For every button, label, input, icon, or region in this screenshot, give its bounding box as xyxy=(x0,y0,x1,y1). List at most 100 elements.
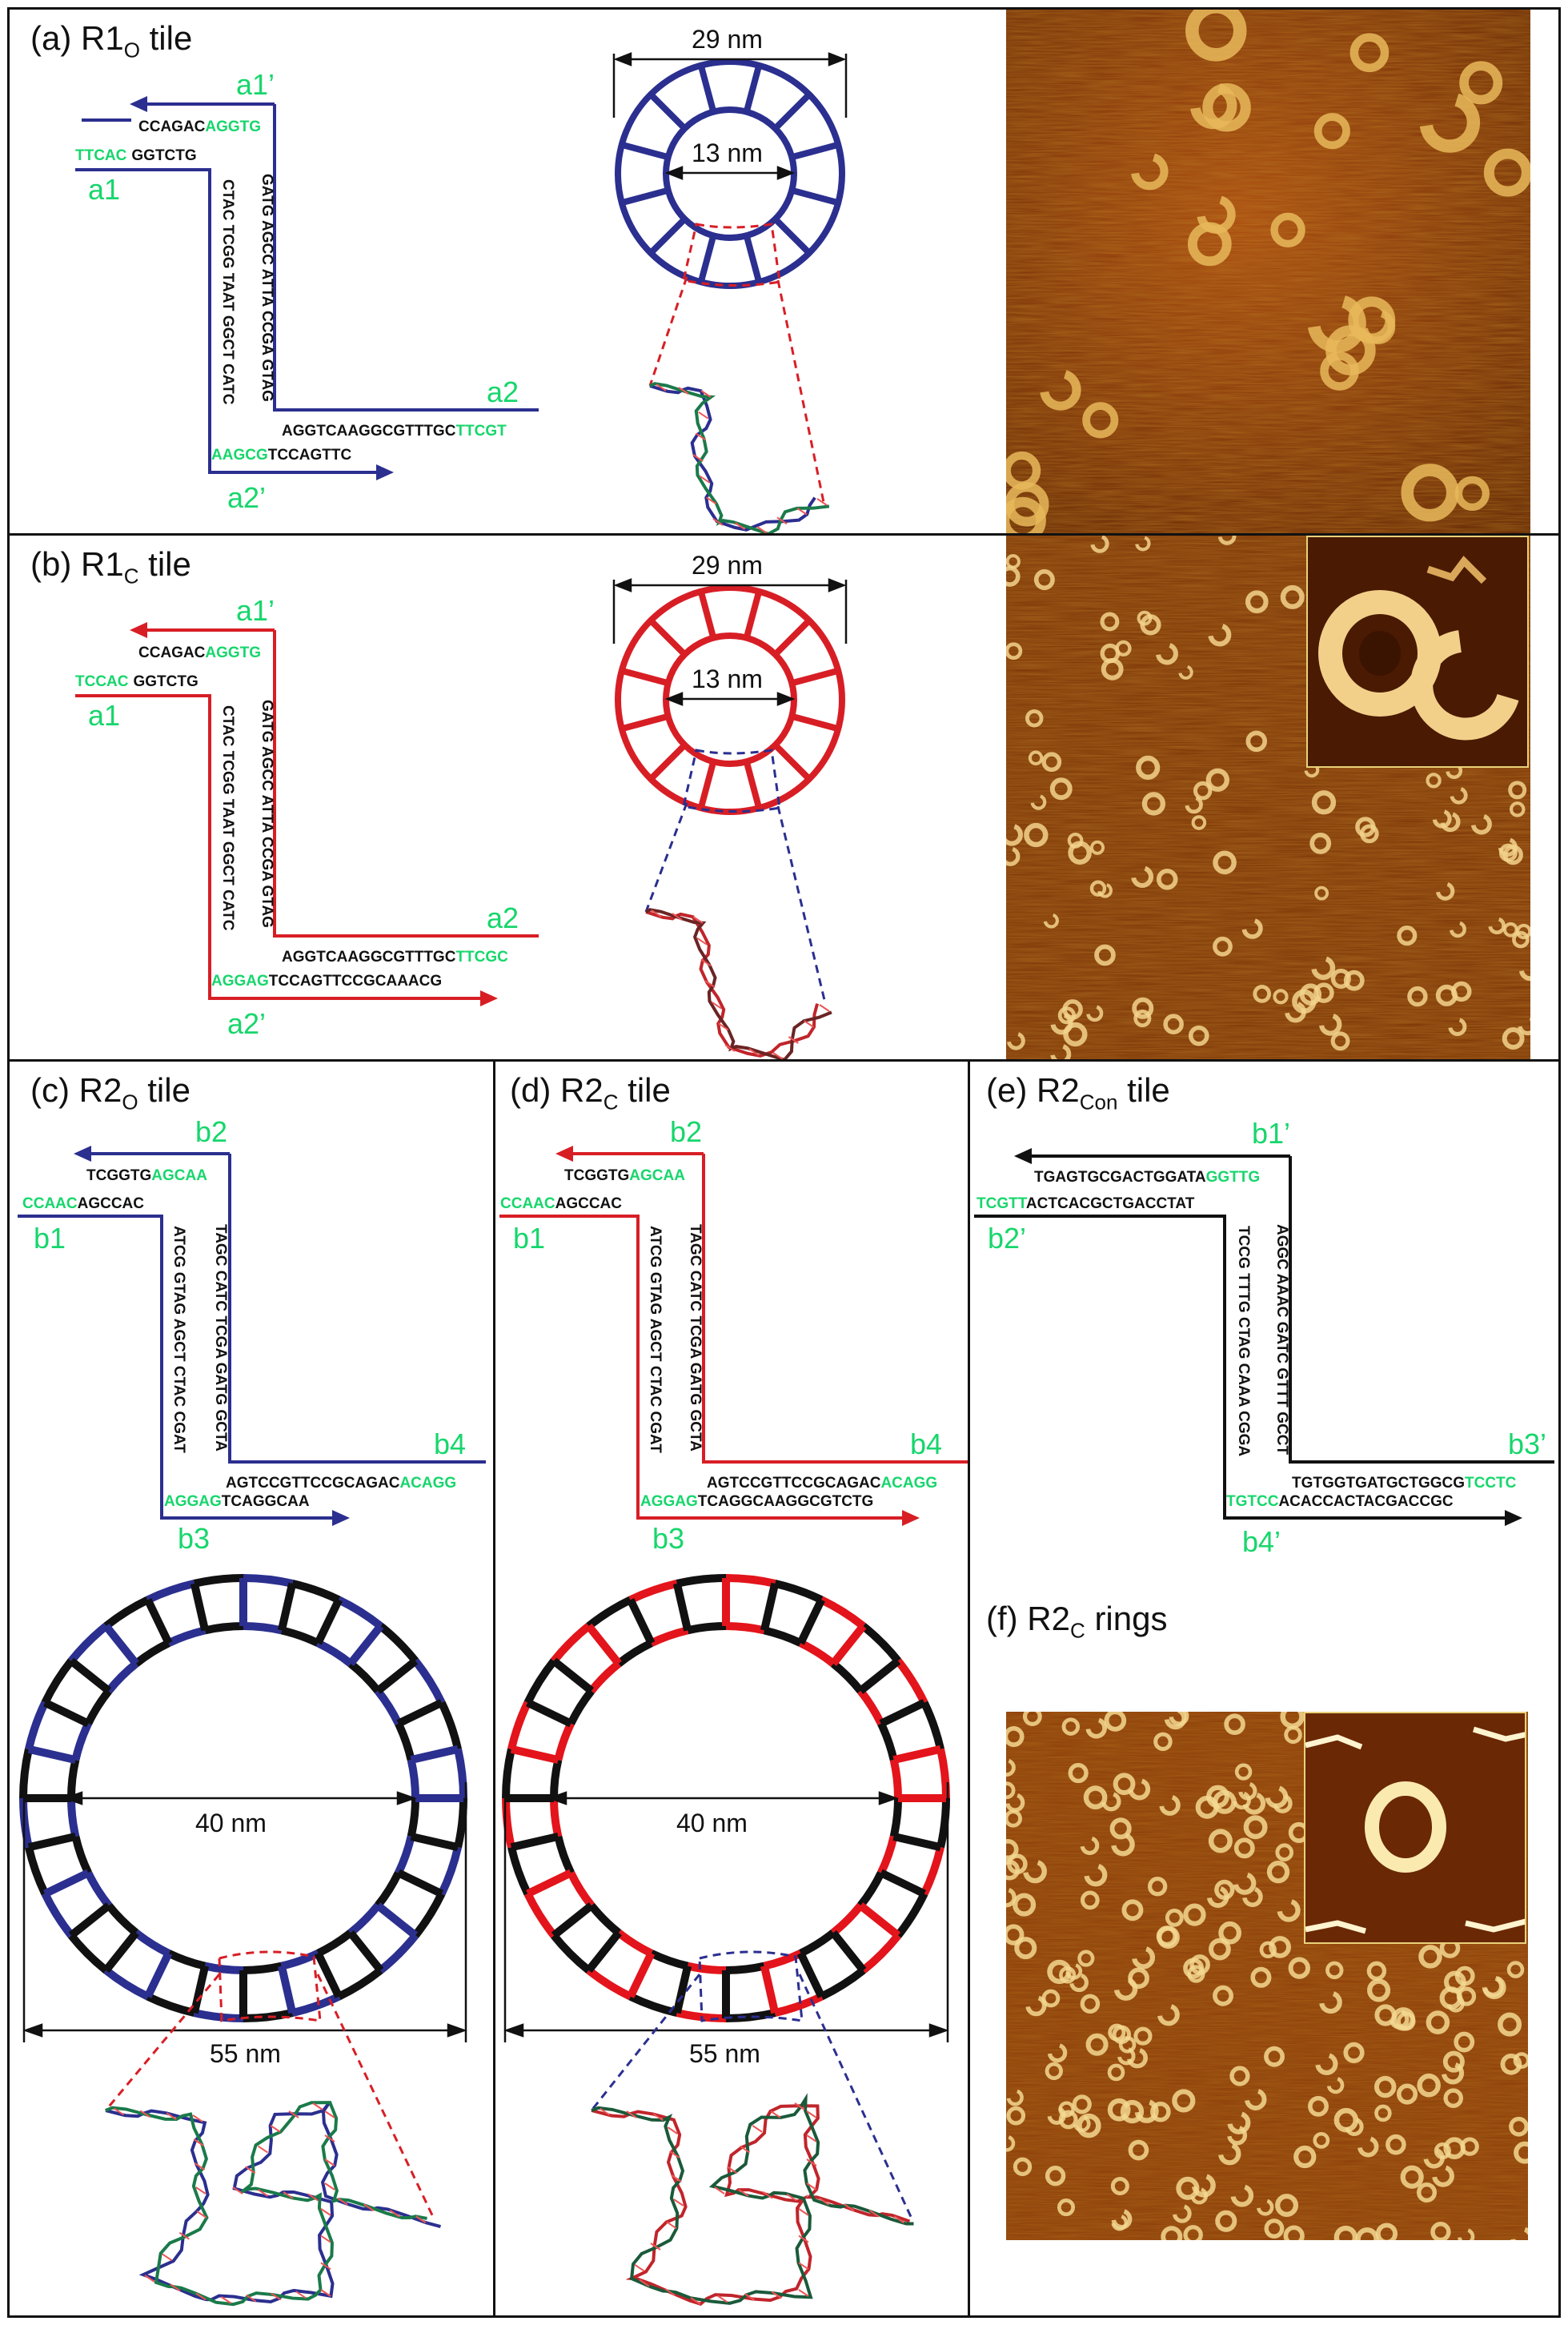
label-55nm: 55 nm xyxy=(689,2039,760,2068)
label-29nm: 29 nm xyxy=(692,25,763,54)
svg-text:TGTGGTGATGCTGGCGTCCTC: TGTGGTGATGCTGGCGTCCTC xyxy=(1292,1475,1517,1492)
svg-text:CCAACAGCCAC: CCAACAGCCAC xyxy=(22,1195,144,1212)
svg-text:b2: b2 xyxy=(195,1115,227,1148)
svg-text:AGGTCAAGGCGTTTGCTTCGT: AGGTCAAGGCGTTTGCTTCGT xyxy=(282,423,507,440)
svg-text:GATG AGCC ATTA CCGA GTAG: GATG AGCC ATTA CCGA GTAG xyxy=(259,700,275,928)
svg-text:b4: b4 xyxy=(434,1428,466,1460)
svg-text:AGTCCGTTCCGCAGACACAGG: AGTCCGTTCCGCAGACACAGG xyxy=(226,1475,456,1492)
svg-text:AGGC AAAC GATC GTTT GCCT: AGGC AAAC GATC GTTT GCCT xyxy=(1273,1224,1290,1456)
arrowhead xyxy=(555,1146,573,1162)
panel-e-tile-diagram: TGAGTGCGACTGGATAGGTTG TCGTTACTCACGCTGACC… xyxy=(974,1117,1554,1558)
svg-text:TGAGTGCGACTGGATAGGTTG: TGAGTGCGACTGGATAGGTTG xyxy=(1034,1169,1260,1186)
panel-e-title: (e) R2Con tile xyxy=(986,1071,1170,1114)
panel-d-tile-diagram: TCGGTGAGCAA CCAACAGCCAC ATCG GTAG AGCT C… xyxy=(499,1115,968,2307)
svg-text:CCAACAGCCAC: CCAACAGCCAC xyxy=(500,1195,622,1212)
zoom-callout xyxy=(590,1950,913,2219)
svg-text:b3: b3 xyxy=(178,1522,210,1555)
dna-helix-illustration xyxy=(105,2101,441,2307)
svg-text:ATCG GTAG AGCT CTAC CGAT: ATCG GTAG AGCT CTAC CGAT xyxy=(647,1226,664,1453)
zoom-callout xyxy=(644,749,826,1001)
dna-helix-illustration xyxy=(591,2093,914,2307)
svg-text:b1’: b1’ xyxy=(1252,1117,1290,1150)
dimension-40nm xyxy=(62,1791,417,1805)
svg-text:AGGAGTCAGGCAA: AGGAGTCAGGCAA xyxy=(164,1493,310,1510)
dna-helix-illustration xyxy=(645,908,832,1059)
svg-text:CTAC TCGG TAAT GGCT CATC: CTAC TCGG TAAT GGCT CATC xyxy=(219,179,236,405)
arrowhead xyxy=(1014,1148,1032,1164)
dimension-40nm xyxy=(547,1791,899,1805)
arrowhead xyxy=(902,1510,920,1526)
svg-text:TGTCCACACCACTACGACCGC: TGTCCACACCACTACGACCGC xyxy=(1226,1493,1454,1510)
svg-text:b2’: b2’ xyxy=(988,1222,1026,1255)
arrowhead xyxy=(130,96,147,112)
svg-text:a2: a2 xyxy=(487,375,519,408)
svg-text:TCGGTGAGCAA: TCGGTGAGCAA xyxy=(564,1167,685,1184)
svg-text:b4: b4 xyxy=(910,1428,942,1460)
svg-text:a1’: a1’ xyxy=(236,594,275,627)
arrowhead xyxy=(1505,1510,1522,1526)
svg-text:b1: b1 xyxy=(34,1222,66,1255)
panel-d: (d) R2C tile TCGGTGAGCAA CCAACAGCCAC ATC… xyxy=(493,1059,970,2318)
svg-text:AAGCGTCCAGTTC: AAGCGTCCAGTTC xyxy=(211,447,351,464)
svg-text:AGTCCGTTCCGCAGACACAGG: AGTCCGTTCCGCAGACACAGG xyxy=(707,1475,937,1492)
panel-c: (c) R2O tile TCGGTGAGCAA CCAACAGCCAC ATC… xyxy=(7,1059,495,2318)
svg-text:b4’: b4’ xyxy=(1242,1525,1281,1558)
panel-e-f: (e) R2Con tile TGAGTGCGACTGGATAGGTTG TCG… xyxy=(968,1059,1561,2318)
afm-inset xyxy=(1304,1712,1526,1944)
dna-helix-illustration xyxy=(649,382,830,533)
label-55nm: 55 nm xyxy=(210,2039,281,2068)
svg-text:b2: b2 xyxy=(670,1115,702,1148)
label-13nm: 13 nm xyxy=(692,665,763,693)
svg-text:a1’: a1’ xyxy=(236,68,275,101)
afm-image-r1c xyxy=(1006,536,1530,1059)
arrowhead xyxy=(74,1146,91,1162)
svg-text:TCGTTACTCACGCTGACCTAT: TCGTTACTCACGCTGACCTAT xyxy=(976,1195,1195,1212)
svg-text:AGGAGTCCAGTTCCGCAAACG: AGGAGTCCAGTTCCGCAAACG xyxy=(211,973,442,990)
svg-text:a2’: a2’ xyxy=(227,481,266,514)
label-40nm: 40 nm xyxy=(676,1809,748,1837)
svg-text:a1: a1 xyxy=(88,699,120,732)
afm-inset xyxy=(1306,536,1529,768)
afm-image-r1o xyxy=(1006,10,1530,533)
panel-a-title: (a) R1O tile xyxy=(30,19,193,62)
svg-text:b3: b3 xyxy=(652,1522,684,1555)
panel-b-title: (b) R1C tile xyxy=(30,545,191,588)
svg-text:TCGGTGAGCAA: TCGGTGAGCAA xyxy=(86,1167,207,1184)
svg-text:CCAGACAGGTG: CCAGACAGGTG xyxy=(138,118,261,135)
panel-c-title: (c) R2O tile xyxy=(30,1071,190,1114)
arrowhead xyxy=(480,990,498,1006)
arrowhead xyxy=(332,1510,350,1526)
svg-text:ATCG GTAG AGCT CTAC CGAT: ATCG GTAG AGCT CTAC CGAT xyxy=(170,1226,187,1453)
svg-text:b1: b1 xyxy=(513,1222,545,1255)
svg-text:TCCG TTTG CTAG CAAA CGGA: TCCG TTTG CTAG CAAA CGGA xyxy=(1235,1226,1252,1456)
svg-text:a2’: a2’ xyxy=(227,1007,266,1040)
svg-text:AGGTCAAGGCGTTTGCTTCGC: AGGTCAAGGCGTTTGCTTCGC xyxy=(282,949,508,966)
ring-r1c xyxy=(615,584,845,815)
zoom-callout xyxy=(104,1950,435,2219)
zoom-callout xyxy=(648,223,826,507)
arrowhead xyxy=(130,622,147,638)
ring-r2o xyxy=(19,1574,467,2022)
label-40nm: 40 nm xyxy=(195,1809,267,1837)
dimension-13nm xyxy=(664,166,796,180)
svg-text:a1: a1 xyxy=(88,173,120,206)
panel-f-title: (f) R2C rings xyxy=(986,1600,1168,1643)
svg-text:a2: a2 xyxy=(487,901,519,934)
panel-c-tile-diagram: TCGGTGAGCAA CCAACAGCCAC ATCG GTAG AGCT C… xyxy=(18,1115,486,2307)
dimension-55nm xyxy=(503,1782,949,2042)
arrowhead xyxy=(376,464,394,480)
label-13nm: 13 nm xyxy=(692,139,763,167)
svg-text:TAGC CATC TCGA GATG GCTA: TAGC CATC TCGA GATG GCTA xyxy=(687,1224,704,1452)
afm-image-r2c-rings xyxy=(1006,1712,1528,2240)
dimension-29nm xyxy=(612,578,848,644)
dimension-13nm xyxy=(664,692,796,706)
svg-text:b3’: b3’ xyxy=(1508,1428,1546,1460)
panel-d-title: (d) R2C tile xyxy=(510,1071,671,1114)
label-29nm: 29 nm xyxy=(692,551,763,580)
